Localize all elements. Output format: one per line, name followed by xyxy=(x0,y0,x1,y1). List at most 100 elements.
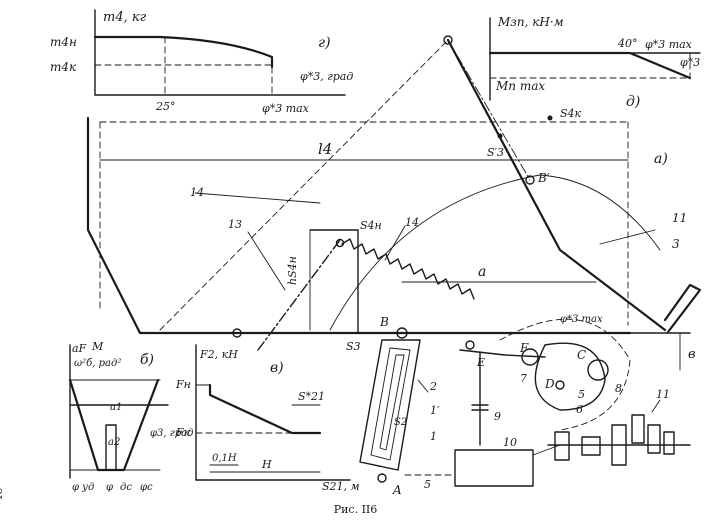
pivot-c xyxy=(587,359,609,381)
hs4h-label: hS4н xyxy=(286,256,299,285)
label-5b: 5 xyxy=(424,478,431,491)
tipped-lever-dashed xyxy=(159,39,449,331)
label-10: 10 xyxy=(503,436,517,449)
panel-b-y-unit: M xyxy=(91,340,104,353)
panel-d-label: д) xyxy=(626,94,640,110)
gearbox: 11 xyxy=(547,388,691,466)
body-frame-outline xyxy=(86,116,632,335)
panel-d-x-axis-label: φ*3 xyxy=(680,56,700,69)
panel-d-x-mark-label: 40° xyxy=(617,37,638,50)
label-8: 8 xyxy=(615,382,622,395)
panel-d-y-axis-label: Mзп, кН·м xyxy=(497,15,564,29)
cylinder-inner xyxy=(370,347,411,461)
panel-b-y-axis-label: aF xyxy=(72,342,87,355)
top-pivot xyxy=(443,35,453,45)
pressure-regulator: 5 10 xyxy=(404,436,561,491)
panel-d-curve xyxy=(488,51,692,80)
panel-b-y-den: ω²б, рад² xyxy=(74,358,121,369)
panel-a-label: а) xyxy=(654,151,668,167)
panel-v-graph: F2, кН Fн Fк в) S*21 0,1H H S21, м xyxy=(175,344,360,493)
dim-b-label: в xyxy=(688,347,696,362)
panel-g-x-end-label: φ*3 max xyxy=(262,102,310,115)
bprime-label: B′ xyxy=(537,171,550,185)
label-6: 6 xyxy=(576,403,583,416)
cylinder-outer xyxy=(359,339,421,471)
gear-z1 xyxy=(663,431,675,455)
gear-z4 xyxy=(611,424,627,466)
label-2: 2 xyxy=(429,380,437,393)
page-number: 2I xyxy=(0,488,4,500)
panel-d-line-label: Mп max xyxy=(495,79,545,93)
pivot-a xyxy=(377,473,387,483)
panel-b-graph: aF M ω²б, рад² б) a1 a2 φ3, град φ уд φ … xyxy=(68,340,193,493)
leader-10 xyxy=(532,444,561,456)
panel-v-fk-label: Fк xyxy=(175,426,191,439)
panel-v-y-axis-label: F2, кН xyxy=(199,348,238,361)
tipped-body-edge xyxy=(446,38,667,332)
label-13: 14 xyxy=(190,186,204,199)
panel-g-y-bottom-label: m4к xyxy=(50,60,77,74)
body-axis-dashdot xyxy=(447,39,531,181)
panel-g-curve xyxy=(93,35,274,69)
label-14: 14 xyxy=(405,216,419,229)
regulator-box xyxy=(454,449,534,487)
panel-v-01h-label: 0,1H xyxy=(212,453,237,464)
label-3: 3 xyxy=(672,237,680,251)
b-label: B xyxy=(379,315,389,329)
bprime-joint xyxy=(525,175,535,185)
travel-arc xyxy=(329,174,661,331)
leader-4 xyxy=(599,229,656,245)
s3-label: S3 xyxy=(346,340,361,353)
panel-v-s21-label: S*21 xyxy=(298,390,325,403)
tailgate-3 xyxy=(663,283,702,334)
pivot-left xyxy=(232,328,242,338)
gear-z2 xyxy=(647,424,661,454)
roller-f xyxy=(521,348,539,366)
leader-14 xyxy=(384,225,406,261)
panel-v-x-axis-label: S21, м xyxy=(322,480,360,493)
label-11: 11 xyxy=(656,388,670,401)
phi-label: φ*3 max xyxy=(560,314,603,325)
label-1prime: 1′ xyxy=(430,404,440,417)
label-4: 11 xyxy=(672,211,687,225)
figure-caption: Рис. II6 xyxy=(333,503,378,516)
panel-d-graph: Mзп, кН·м 40° φ*3 max φ*3 Mп max д) xyxy=(488,15,701,110)
lever-12 xyxy=(257,239,341,351)
panel-b-phi-d: дс xyxy=(120,482,132,493)
l4-label: l4 xyxy=(318,140,332,158)
label-5: 5 xyxy=(578,388,585,401)
a-label: a xyxy=(478,264,486,280)
panel-a-mechanism: l4 а) 14 13 S4н hS4н S3 14 S4к S′3 xyxy=(86,35,702,497)
gear-a xyxy=(554,431,570,461)
panel-g-label: г) xyxy=(318,35,331,51)
f-label: F xyxy=(519,341,529,355)
panel-b-phi: φ xyxy=(106,482,113,493)
panel-v-h-label: H xyxy=(261,458,272,471)
label-12: 13 xyxy=(228,218,242,231)
s4k-point xyxy=(547,115,553,121)
panel-g-y-top-label: m4н xyxy=(50,35,77,49)
spring-14 xyxy=(341,238,475,300)
leader-11 xyxy=(651,399,661,413)
pivot-d xyxy=(555,380,565,390)
cam-circle-dashed xyxy=(499,318,631,431)
panel-d-x-end-label: φ*3 max xyxy=(645,38,693,51)
link-ef xyxy=(459,349,546,358)
leader-13 xyxy=(194,192,321,204)
panel-g-graph: m4, кг m4н m4к φ*3, град 25° φ*3 max г) xyxy=(50,9,353,115)
c-label: C xyxy=(577,348,586,362)
cam-6 xyxy=(534,342,606,411)
hydraulic-cylinder: A S2 2 1′ 1 xyxy=(359,339,440,497)
panel-g-x-mid-label: 25° xyxy=(155,100,176,113)
panel-b-phi-y: φ уд xyxy=(72,482,94,493)
a-point-label: A xyxy=(392,483,402,497)
label-9: 9 xyxy=(494,410,501,423)
panel-b-phi-c: φс xyxy=(140,482,153,493)
s3p-point xyxy=(497,133,503,139)
leader-12 xyxy=(247,231,286,291)
panel-g-y-axis-label: m4, кг xyxy=(103,10,147,25)
panel-g-x-axis-label: φ*3, град xyxy=(300,70,353,83)
d-label: D xyxy=(544,377,555,391)
cylinder-rod xyxy=(379,354,405,451)
leader-2 xyxy=(417,379,429,393)
